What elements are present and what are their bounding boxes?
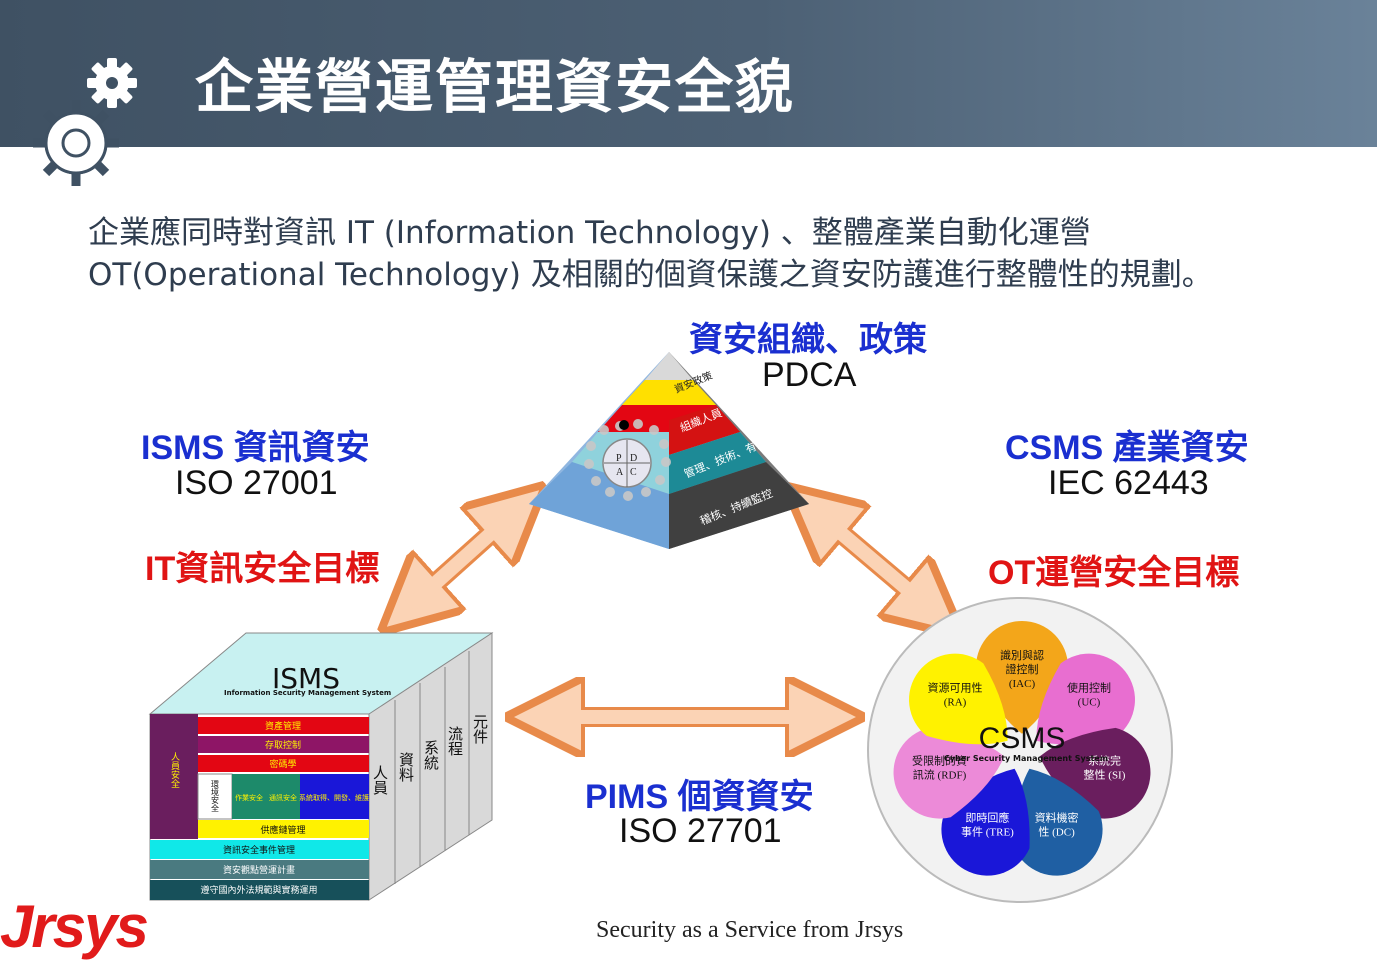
intro-line-2: OT(Operational Technology) 及相關的個資保護之資安防護…: [88, 257, 1213, 293]
isms-side-3: 系統: [422, 740, 440, 770]
csms-petal-label: 證控制: [1006, 662, 1039, 676]
isms-bottom-3: 資安觀點營運計畫: [223, 864, 295, 876]
page-title: 企業營運管理資安全貌: [195, 53, 796, 121]
csms-petal: 資源可用性 (RA): [909, 653, 1008, 745]
csms-petal-shape: [1014, 768, 1103, 876]
arrows: [410, 511, 933, 717]
isms-side-5: 元件: [471, 714, 489, 744]
pyramid-title: 資安組織、政策: [689, 321, 927, 359]
isms-bottom-4: 遵守國內外法規範與實務運用: [200, 884, 317, 896]
header-bar: [0, 0, 1377, 147]
isms-bottom-2: 資訊安全事件管理: [223, 844, 295, 856]
isms-cell-2: 作業安全: [235, 793, 263, 802]
csms-petal-shape: [893, 727, 1005, 819]
csms-petal-label: 整性 (SI): [1084, 768, 1126, 782]
csms-petal-shape: [1039, 727, 1151, 819]
isms-cube-subtitle: Information Security Management System: [224, 689, 391, 697]
isms-left-column: 人員安全: [169, 752, 180, 788]
isms-bottom-1: 供應鏈管理: [260, 824, 305, 836]
csms-petal-label: 事件 (TRE): [961, 826, 1014, 839]
csms-petal-label: 訊流 (RDF): [913, 768, 967, 782]
arrow-isms-pyramid-fill: [405, 505, 521, 612]
isms-row-3: 密碼學: [269, 758, 296, 770]
csms-petal-label: 使用控制: [1067, 681, 1111, 695]
csms-petal-label: 資料機密: [1035, 811, 1079, 825]
csms-flower-subtitle: Cyber Security Management System: [944, 754, 1108, 763]
isms-side-1: 人員: [371, 765, 389, 795]
csms-petal-label: (UC): [1078, 697, 1101, 709]
gears-icon: [33, 58, 137, 186]
isms-row-1: 資產管理: [265, 720, 301, 732]
pdca-p: P: [616, 453, 622, 464]
isms-cube-name: ISMS: [272, 662, 340, 695]
pdca-c: C: [630, 467, 637, 478]
csms-petal-label: (IAC): [1009, 678, 1036, 690]
isms-side-2: 資料: [397, 752, 415, 782]
csms-petal-label: 即時回應: [965, 811, 1009, 825]
csms-petal-label: 識別與認: [1000, 648, 1044, 662]
csms-goal: OT運營安全目標: [988, 554, 1240, 592]
csms-petal-shape: [1036, 653, 1135, 745]
pyramid-subtitle: PDCA: [762, 356, 857, 394]
pdca-a: A: [616, 467, 624, 478]
csms-standard: IEC 62443: [1048, 464, 1209, 502]
intro-line-1: 企業應同時對資訊 IT (Information Technology) 、整體…: [88, 215, 1091, 251]
isms-cube: ISMS Information Security Management Sys…: [148, 632, 494, 901]
pims-standard: ISO 27701: [619, 812, 782, 850]
pims-title: PIMS 個資資安: [585, 778, 814, 816]
isms-row-2: 存取控制: [265, 739, 301, 751]
jrsys-logo: Jrsys: [0, 893, 149, 960]
isms-standard: ISO 27001: [175, 464, 338, 502]
isms-goal: IT資訊安全目標: [145, 550, 380, 588]
arrow-csms-pyramid-fill: [810, 505, 938, 617]
isms-title: ISMS 資訊資安: [141, 429, 370, 467]
csms-petal-label: 受限制的資: [912, 754, 967, 768]
csms-flower-name: CSMS: [979, 722, 1066, 755]
csms-title: CSMS 產業資安: [1005, 429, 1249, 467]
csms-petal-label: 資源可用性: [928, 681, 983, 695]
pdca-d: D: [630, 453, 637, 464]
csms-petal: 使用控制 (UC): [1036, 653, 1135, 745]
csms-petal-shape: [909, 653, 1008, 745]
isms-side-4: 流程: [446, 726, 464, 756]
csms-petal-label: 性 (DC): [1038, 825, 1075, 839]
csms-petal-label: 系統完: [1088, 754, 1121, 768]
footer-text: Security as a Service from Jrsys: [596, 917, 904, 943]
isms-cell-1: 環境安全: [211, 780, 220, 812]
isms-cell-3: 通訊安全: [269, 793, 297, 802]
csms-petal-label: (RA): [944, 697, 967, 709]
isms-cell-4: 系統取得、開發、維護: [299, 793, 369, 802]
